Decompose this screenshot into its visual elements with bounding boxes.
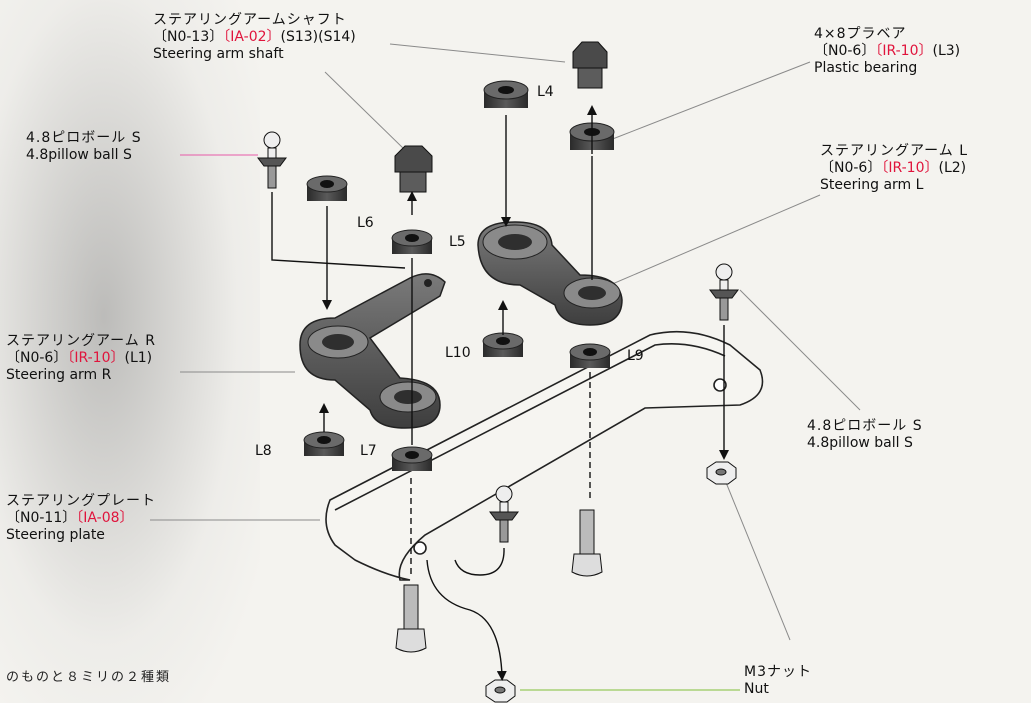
label-nut-en: Nut — [744, 681, 769, 697]
label-bearing-ref-c: (L3) — [932, 43, 961, 59]
label-plate-jp: ステアリングプレート — [6, 493, 156, 509]
label-pillow-ball-left: 4.8ピロボール S 4.8pillow ball S — [26, 130, 142, 164]
part-code-l5: L5 — [449, 234, 466, 250]
steering-plate — [325, 330, 764, 581]
bearing-l4 — [483, 80, 529, 108]
bearing-l9 — [569, 343, 611, 368]
label-pillow-right-en: 4.8pillow ball S — [807, 435, 913, 451]
label-arm-l-ref-b: 〔IR-10〕 — [881, 160, 939, 176]
screws — [395, 509, 603, 653]
part-code-l8: L8 — [255, 443, 272, 459]
label-shaft-en: Steering arm shaft — [153, 46, 284, 62]
label-arm-r-ref-b: 〔IR-10〕 — [67, 350, 125, 366]
label-arm-r-ref-c: (L1) — [124, 350, 153, 366]
label-arm-r-ref-a: 〔N0-6〕 — [6, 350, 68, 366]
label-pillow-left-en: 4.8pillow ball S — [26, 147, 132, 163]
leader-nut — [724, 479, 791, 641]
bearings — [303, 80, 615, 471]
label-arm-r-jp: ステアリングアーム R — [6, 333, 156, 349]
label-steering-arm-r: ステアリングアーム R 〔N0-6〕〔IR-10〕(L1) Steering a… — [6, 333, 156, 384]
nut-right — [706, 461, 737, 485]
nut-bottom — [485, 679, 516, 703]
label-pillow-ball-right: 4.8ピロボール S 4.8pillow ball S — [807, 418, 923, 452]
label-pillow-left-jp: 4.8ピロボール S — [26, 130, 142, 146]
pillow-ball-right — [709, 263, 739, 321]
pillow-ball-center — [489, 485, 519, 543]
label-shaft-ref-c: (S13)(S14) — [280, 29, 356, 45]
label-steering-arm-l: ステアリングアーム L 〔N0-6〕〔IR-10〕(L2) Steering a… — [820, 143, 968, 194]
label-pillow-right-jp: 4.8ピロボール S — [807, 418, 923, 434]
part-code-l10: L10 — [445, 345, 471, 361]
label-plate-en: Steering plate — [6, 527, 105, 543]
bearing-l7 — [391, 446, 433, 471]
bearing-l8 — [303, 431, 345, 456]
label-plate-ref-b: 〔IA-08〕 — [76, 510, 134, 526]
shaft-left — [394, 145, 433, 193]
label-arm-r-en: Steering arm R — [6, 367, 112, 383]
leader-pillow-right — [739, 289, 861, 411]
screw-bottom-right — [571, 509, 603, 577]
label-steering-plate: ステアリングプレート 〔N0-11〕〔IA-08〕 Steering plate — [6, 493, 156, 544]
label-m3-nut: M3ナット Nut — [744, 664, 812, 698]
label-bearing-jp: 4×8プラベア — [814, 26, 907, 42]
leader-bearing — [609, 61, 811, 141]
leader-arm-l — [609, 194, 821, 286]
bearing-l10 — [482, 332, 524, 357]
screw-bottom-left — [395, 584, 427, 653]
pillow-balls — [257, 131, 739, 543]
label-shaft-ref-b: 〔IA-02〕 — [223, 29, 281, 45]
label-arm-l-ref-a: 〔N0-6〕 — [820, 160, 882, 176]
steering-arm-l — [477, 221, 623, 326]
label-arm-l-ref-c: (L2) — [938, 160, 967, 176]
part-code-l4: L4 — [537, 84, 554, 100]
nuts — [485, 461, 737, 703]
label-steering-arm-shaft: ステアリングアームシャフト 〔N0-13〕〔IA-02〕(S13)(S14) S… — [153, 12, 356, 63]
bearing-l6 — [391, 229, 433, 254]
label-shaft-ref-a: 〔N0-13〕 — [153, 29, 224, 45]
label-nut-jp: M3ナット — [744, 664, 812, 680]
assembly-arrows — [271, 105, 729, 681]
label-bearing-ref-a: 〔N0-6〕 — [814, 43, 876, 59]
arm-shafts — [394, 41, 608, 193]
label-shaft-jp: ステアリングアームシャフト — [153, 12, 347, 28]
pillow-ball-left — [257, 131, 287, 189]
leader-lines — [150, 43, 861, 691]
part-code-l6: L6 — [357, 215, 374, 231]
label-bearing-ref-b: 〔IR-10〕 — [875, 43, 933, 59]
background-shading — [0, 0, 260, 703]
label-arm-l-en: Steering arm L — [820, 177, 924, 193]
part-code-l9: L9 — [627, 348, 644, 364]
bottom-note: のものと８ミリの２種類 — [6, 670, 172, 685]
label-bearing-en: Plastic bearing — [814, 60, 918, 76]
leader-shaft-right — [389, 43, 566, 63]
shaft-right — [572, 41, 608, 89]
part-code-l7: L7 — [360, 443, 377, 459]
label-arm-l-jp: ステアリングアーム L — [820, 143, 968, 159]
bearing-l6-top — [306, 175, 348, 201]
leader-shaft-left — [324, 71, 406, 151]
label-plastic-bearing: 4×8プラベア 〔N0-6〕〔IR-10〕(L3) Plastic bearin… — [814, 26, 960, 77]
label-plate-ref-a: 〔N0-11〕 — [6, 510, 77, 526]
steering-arm-r — [299, 273, 446, 429]
